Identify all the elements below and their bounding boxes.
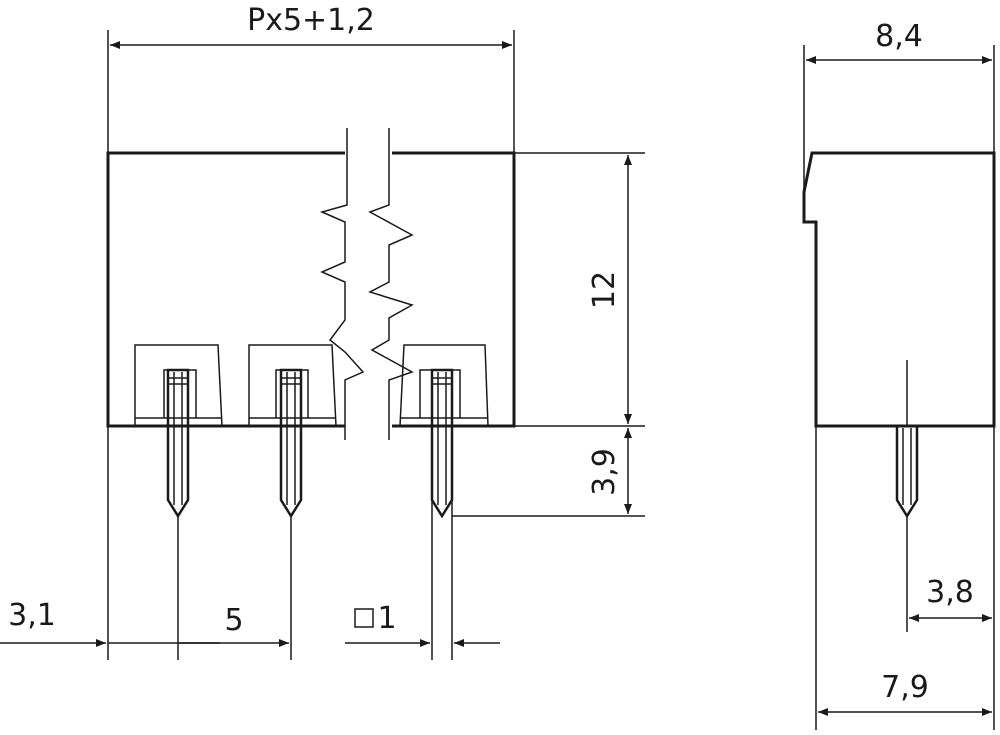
pin-1	[166, 368, 190, 519]
dim-edge-to-pin-label: 3,1	[8, 598, 56, 633]
dim-pin-length-label: 3,9	[587, 448, 622, 496]
square-symbol-icon	[354, 608, 374, 628]
pin-pocket-2	[248, 344, 337, 427]
housing-left	[106, 151, 345, 428]
dim-height-label: 12	[587, 271, 622, 309]
pin-pocket-3	[399, 344, 489, 427]
front-view: Px5+1,2 12 3,9 3,1 5 1	[0, 3, 645, 660]
side-housing	[802, 151, 996, 428]
pin-3	[430, 368, 454, 519]
side-pin	[895, 360, 919, 519]
dim-side-base-label: 7,9	[881, 670, 929, 705]
break-line-right	[368, 128, 414, 440]
dim-overall-width-label: Px5+1,2	[247, 3, 375, 38]
dim-pin-square-label: 1	[377, 601, 396, 636]
break-line-left	[319, 128, 365, 440]
dim-pitch-label: 5	[224, 603, 243, 638]
side-view: 8,4 3,8 7,9	[802, 19, 996, 730]
pin-pocket-1	[134, 344, 223, 427]
dim-side-pin-offset-label: 3,8	[926, 575, 974, 610]
dim-side-depth-label: 8,4	[875, 19, 923, 54]
pin-2	[279, 368, 303, 519]
